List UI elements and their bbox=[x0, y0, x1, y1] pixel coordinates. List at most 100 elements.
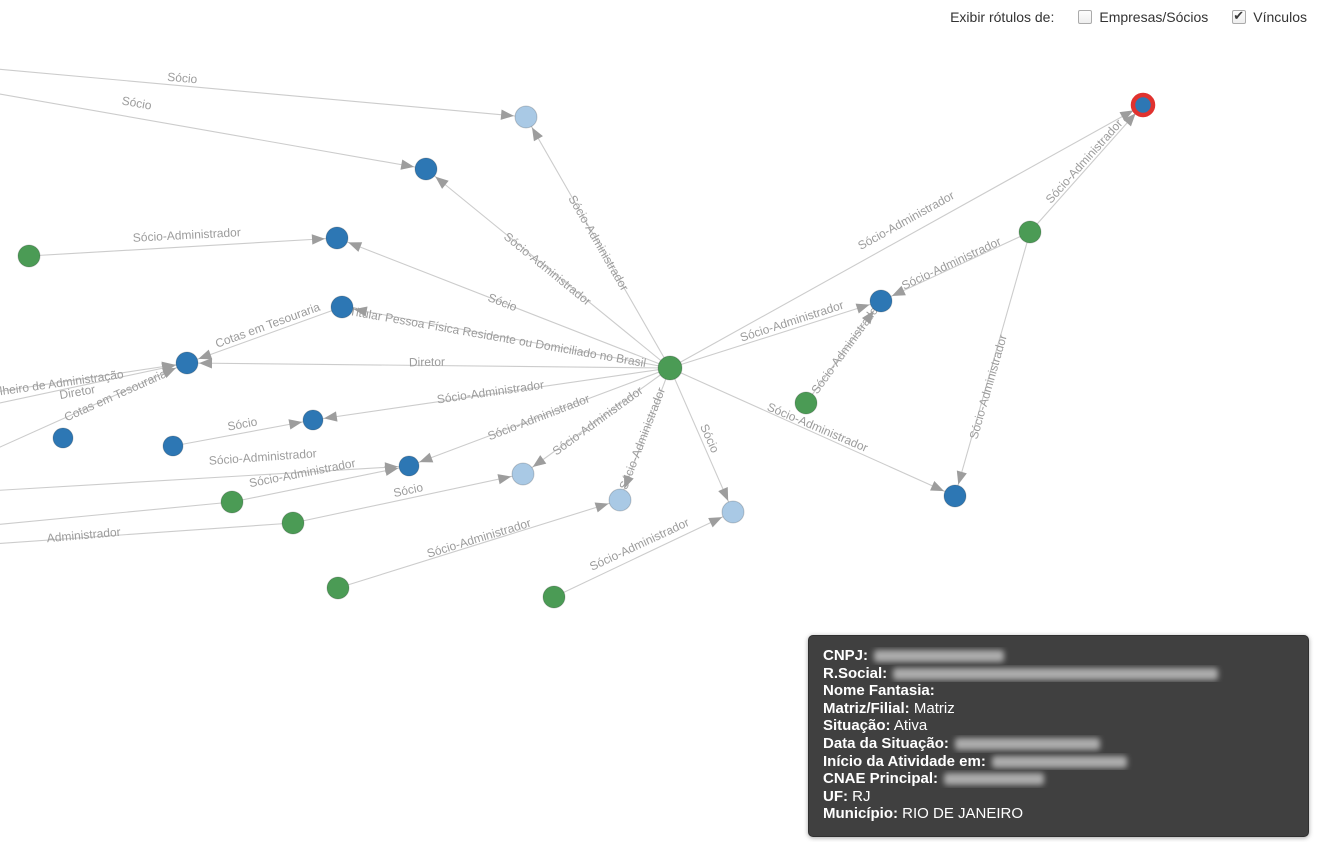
graph-node-lb4[interactable] bbox=[721, 500, 745, 524]
edge-arrowhead bbox=[930, 481, 945, 492]
graph-node-hub[interactable] bbox=[657, 355, 683, 381]
graph-node-b5[interactable] bbox=[52, 427, 74, 449]
redacted-value bbox=[874, 650, 1005, 663]
graph-node-g1[interactable] bbox=[17, 244, 41, 268]
edge-label: Sócio-Administrador bbox=[208, 446, 317, 468]
graph-edge bbox=[337, 499, 621, 589]
graph-edge bbox=[0, 68, 527, 118]
graph-node-lb2[interactable] bbox=[511, 462, 535, 486]
edge-label: Diretor bbox=[58, 382, 96, 402]
graph-node-g3[interactable] bbox=[794, 391, 818, 415]
tooltip-field-label: UF: bbox=[823, 787, 848, 805]
graph-edge bbox=[669, 104, 1144, 369]
edge-arrowhead bbox=[162, 367, 177, 378]
graph-edge bbox=[0, 362, 188, 392]
edge-arrowhead bbox=[708, 517, 723, 528]
graph-node-g6[interactable] bbox=[281, 511, 305, 535]
tooltip-field-label: Matriz/Filial: bbox=[823, 699, 910, 717]
edge-arrowhead bbox=[348, 242, 363, 252]
edge-arrowhead bbox=[531, 127, 543, 142]
graph-node-lb3[interactable] bbox=[608, 488, 632, 512]
graph-node-b2[interactable] bbox=[325, 226, 349, 250]
edge-label: Administrador bbox=[46, 525, 121, 545]
tooltip-field: Data da Situação: bbox=[823, 735, 1294, 753]
edge-arrowhead bbox=[532, 455, 547, 467]
node-tooltip: CNPJ:R.Social:Nome Fantasia:Matriz/Filia… bbox=[808, 635, 1309, 837]
graph-node-g5[interactable] bbox=[220, 490, 244, 514]
tooltip-field: Matriz/Filial: Matriz bbox=[823, 700, 1294, 718]
edge-arrowhead bbox=[594, 502, 609, 513]
graph-edge bbox=[341, 306, 671, 369]
edge-arrowhead bbox=[435, 176, 449, 189]
graph-node-b4[interactable] bbox=[175, 351, 199, 375]
tooltip-field-label: Situação: bbox=[823, 717, 891, 735]
checkbox-group-empresas-socios: Empresas/Sócios bbox=[1078, 9, 1208, 25]
graph-node-b9[interactable] bbox=[869, 289, 893, 313]
checkbox-vinculos-label[interactable]: Vínculos bbox=[1253, 9, 1307, 25]
edge-arrowhead bbox=[353, 306, 368, 317]
graph-edge bbox=[312, 367, 671, 421]
label-controls: Exibir rótulos de: Empresas/Sócios Víncu… bbox=[950, 9, 1307, 25]
graph-edge bbox=[553, 511, 734, 598]
edge-arrowhead bbox=[623, 474, 634, 489]
graph-node-b8[interactable] bbox=[398, 455, 420, 477]
checkbox-empresas-socios[interactable] bbox=[1078, 10, 1093, 24]
tooltip-field-value: RJ bbox=[848, 787, 871, 805]
graph-node-g7[interactable] bbox=[326, 576, 350, 600]
redacted-value bbox=[944, 773, 1045, 786]
tooltip-field: Início da Atividade em: bbox=[823, 753, 1294, 771]
edge-arrowhead bbox=[323, 411, 338, 422]
edge-arrowhead bbox=[198, 358, 213, 369]
graph-edge bbox=[522, 367, 671, 475]
graph-edge bbox=[0, 362, 188, 404]
edge-label: Sócio-Administrador bbox=[132, 225, 241, 245]
graph-edge bbox=[186, 306, 343, 364]
graph-edge bbox=[669, 300, 882, 369]
edge-arrowhead bbox=[891, 285, 906, 296]
graph-edge bbox=[1029, 104, 1144, 233]
tooltip-field-label: CNAE Principal: bbox=[823, 770, 939, 788]
graph-node-g8[interactable] bbox=[542, 585, 566, 609]
tooltip-field: CNPJ: bbox=[823, 647, 1294, 665]
graph-node-b7[interactable] bbox=[302, 409, 324, 431]
tooltip-field-label: Nome Fantasia: bbox=[823, 682, 935, 700]
edge-label: Sócio-Administrador bbox=[1043, 116, 1126, 206]
edge-arrowhead bbox=[500, 109, 515, 120]
tooltip-field-label: R.Social: bbox=[823, 664, 888, 682]
selected-node-b11[interactable] bbox=[1130, 92, 1156, 118]
graph-edge bbox=[880, 231, 1031, 302]
edge-label: Sócio bbox=[392, 480, 425, 500]
graph-node-b10[interactable] bbox=[943, 484, 967, 508]
checkbox-empresas-socios-label[interactable]: Empresas/Sócios bbox=[1099, 9, 1209, 25]
edge-label: Sócio-Administrador bbox=[501, 229, 594, 308]
graph-node-lb1[interactable] bbox=[514, 105, 538, 129]
graph-edge bbox=[0, 93, 427, 170]
graph-node-g4[interactable] bbox=[1018, 220, 1042, 244]
edge-label: Sócio bbox=[226, 415, 258, 434]
edge-label: Sócio bbox=[167, 70, 198, 87]
graph-node-b6[interactable] bbox=[162, 435, 184, 457]
edge-arrowhead bbox=[718, 487, 729, 502]
edge-arrowhead bbox=[497, 474, 512, 485]
graph-node-b3[interactable] bbox=[330, 295, 354, 319]
edge-arrowhead bbox=[956, 470, 967, 485]
graph-edge bbox=[0, 501, 233, 525]
tooltip-field-value: Ativa bbox=[890, 717, 928, 735]
redacted-value bbox=[893, 667, 1219, 680]
edge-arrowhead bbox=[1123, 113, 1136, 127]
graph-node-b1[interactable] bbox=[414, 157, 438, 181]
graph-edge bbox=[954, 231, 1031, 497]
edge-arrowhead bbox=[384, 465, 399, 476]
tooltip-field: UF: RJ bbox=[823, 788, 1294, 806]
tooltip-field-label: Início da Atividade em: bbox=[823, 752, 986, 770]
graph-edge bbox=[669, 367, 956, 497]
redacted-value bbox=[991, 755, 1127, 768]
edge-label: Sócio-Administrador bbox=[436, 378, 545, 407]
graph-edge bbox=[292, 473, 524, 524]
edge-arrowhead bbox=[400, 159, 415, 170]
edge-label: Titular Pessoa Física Residente ou Domic… bbox=[348, 304, 647, 370]
tooltip-field-label: Município: bbox=[823, 805, 898, 823]
edge-arrowhead bbox=[419, 452, 434, 463]
checkbox-vinculos[interactable] bbox=[1232, 9, 1247, 24]
